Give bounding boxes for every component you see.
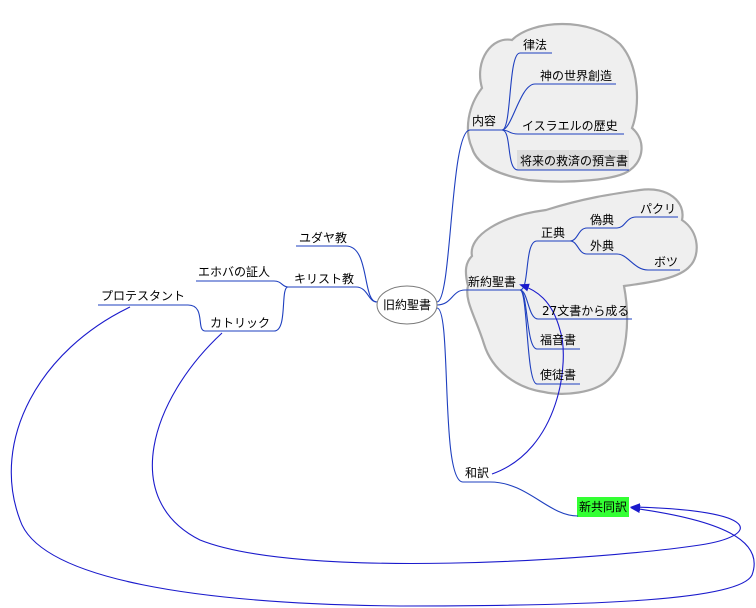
edge-seiten-gisen [569,227,588,242]
edge-gaiten-botsu [616,253,649,271]
node-pakuri[interactable]: パクリ [640,202,676,216]
node-ritsuhou[interactable]: 律法 [523,38,547,52]
node-shinyaku[interactable]: 新約聖書 [468,274,516,289]
node-27books[interactable]: 27文書から成る [542,303,629,318]
shinyaku-cloud [464,188,698,395]
edge-center-christian [355,286,378,303]
central-node[interactable] [376,285,438,325]
node-wayaku[interactable]: 和訳 [465,465,489,480]
edge-christian-catholic [273,286,289,332]
shinkyoudou-highlight [577,497,629,517]
node-shinkyoudou[interactable]: 新共同訳 [579,499,627,514]
node-yudaya[interactable]: ユダヤ教 [299,230,347,245]
node-christian[interactable]: キリスト教 [294,271,354,286]
node-botsu[interactable]: ボツ [654,255,678,269]
edge-center-shinyaku [436,289,466,306]
edge-seiten-gaiten [569,240,588,255]
node-jehovah[interactable]: エホバの証人 [198,265,270,279]
edge-shinyaku-shito [519,289,538,385]
node-naiyou[interactable]: 内容 [472,113,496,128]
link-catholic-to-shinkyoudou [151,332,741,565]
central-node-label: 旧約聖書 [383,297,431,312]
edge-center-wayaku [436,307,464,483]
node-gisen[interactable]: 偽典 [590,213,614,227]
edge-naiyou-ritsuhou [501,52,521,131]
edge-christian-jehovah [273,280,289,288]
link-protestant-to-shinkyoudou [10,306,755,607]
edge-naiyou-yogen [501,129,519,171]
edge-catholic-protestant [187,304,206,332]
yogensho-highlight [517,150,629,170]
node-shito[interactable]: 使徒書 [540,367,576,382]
edge-center-naiyou [436,129,471,303]
node-catholic[interactable]: カトリック [210,316,270,330]
node-rekishi[interactable]: イスラエルの歴史 [522,119,618,133]
edge-wayaku-shinkyoudou [489,481,579,517]
edge-gisen-pakuri [616,216,637,229]
node-yogensho[interactable]: 将来の救済の預言書 [520,153,628,168]
edge-naiyou-souzou [501,83,536,131]
node-protestant[interactable]: プロテスタント [101,289,185,303]
naiyou-cloud [466,22,643,183]
node-souzou[interactable]: 神の世界創造 [540,69,612,83]
node-fukuin[interactable]: 福音書 [540,332,576,347]
node-underlines [98,52,680,483]
node-gaiten[interactable]: 外典 [590,239,614,253]
node-seiten[interactable]: 正典 [541,226,565,240]
link-wayaku-to-shinyaku [491,283,564,475]
